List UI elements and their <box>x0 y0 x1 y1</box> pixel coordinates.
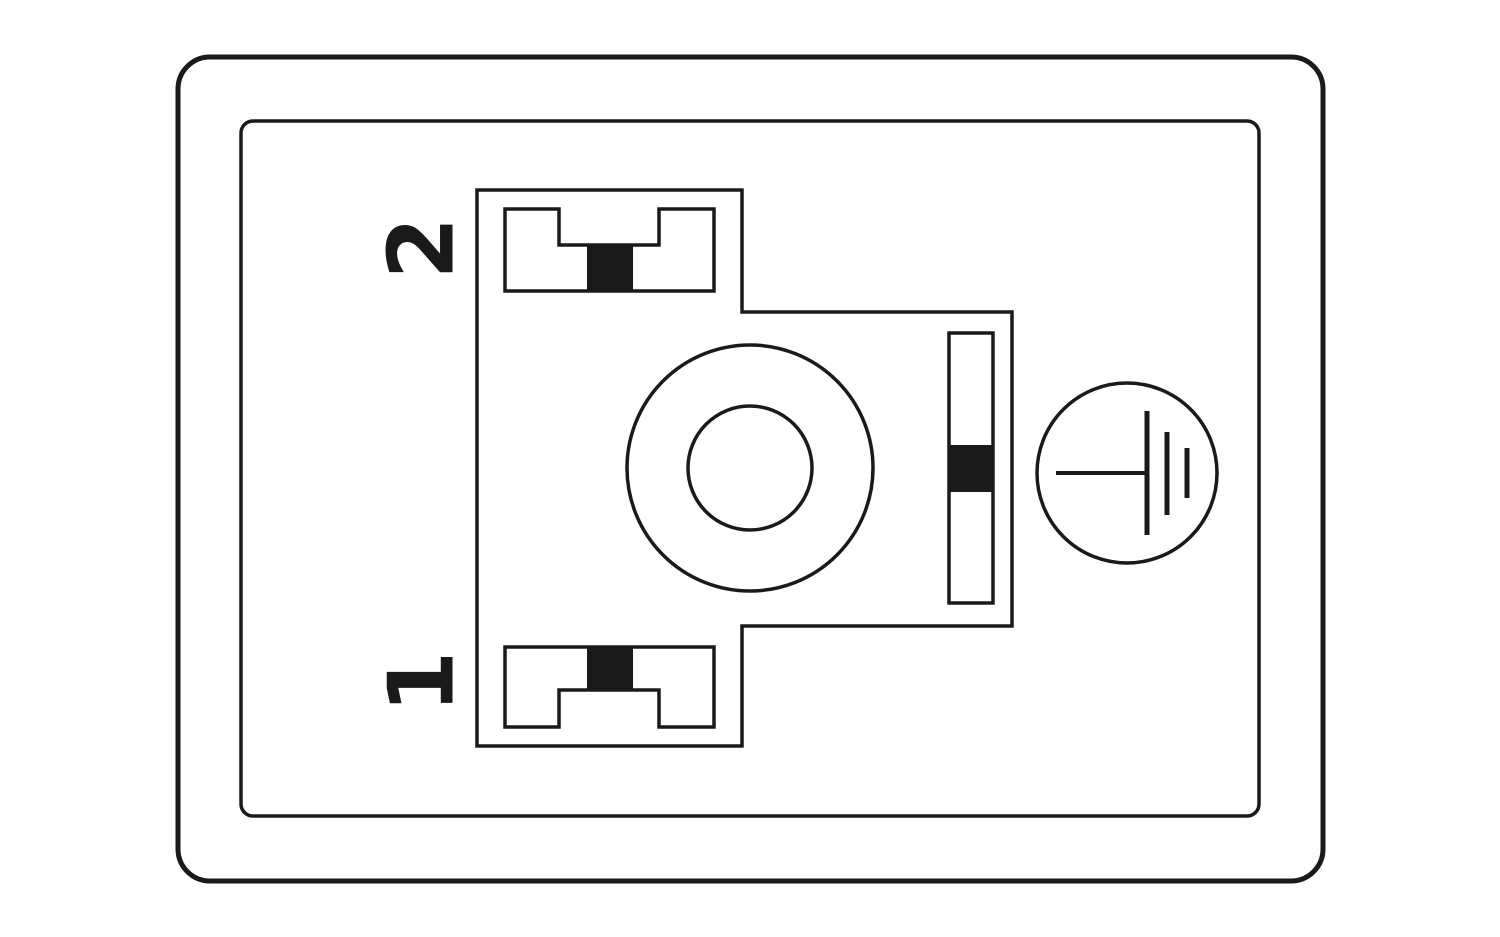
outer-housing <box>175 54 1326 884</box>
contact-carrier-outline <box>475 188 1014 748</box>
pin-1-contact-outline <box>503 645 716 729</box>
earth-contact-spring <box>949 445 993 492</box>
earth-contact <box>947 331 995 605</box>
inner-frame <box>239 119 1261 818</box>
pin-2-contact-spring <box>587 245 633 291</box>
screw-hole-inner-ring <box>686 404 814 532</box>
pin-2-label: 2 <box>370 217 475 280</box>
pin-1-contact-spring <box>587 647 633 690</box>
protective-earth-icon <box>1035 381 1219 565</box>
pin-2-contact <box>503 207 716 293</box>
pin-1-contact <box>503 645 716 729</box>
earth-symbol-circle <box>1035 381 1219 565</box>
pin-2-contact-outline <box>503 207 716 293</box>
screw-hole-outer-ring <box>625 343 875 593</box>
center-screw-hole <box>625 343 875 593</box>
pin-1-label: 1 <box>370 651 475 714</box>
